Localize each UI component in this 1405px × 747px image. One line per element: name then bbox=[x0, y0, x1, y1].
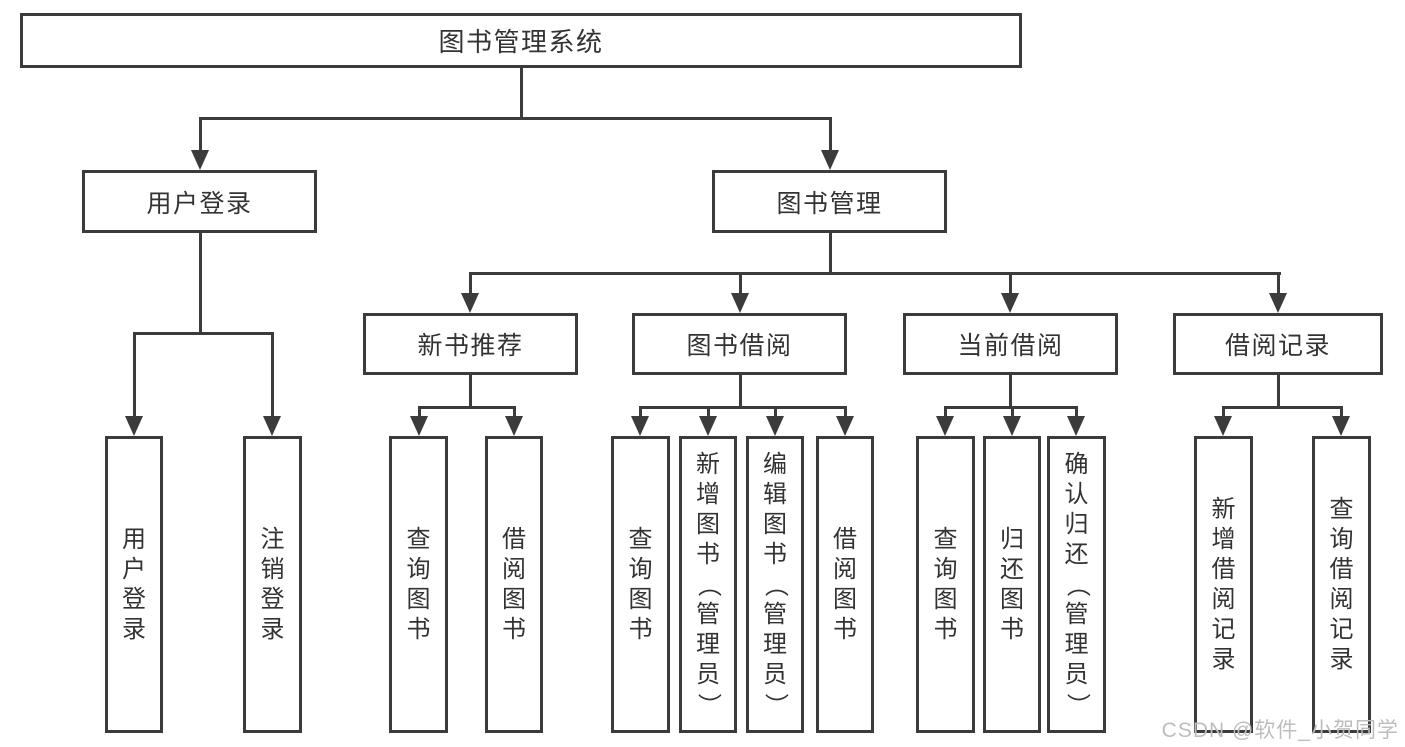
node-user-login: 用户登录 bbox=[82, 170, 317, 233]
connector-line bbox=[469, 272, 1281, 275]
arrow-down-icon bbox=[461, 293, 479, 313]
arrow-down-icon bbox=[1269, 293, 1287, 313]
node-label: 借阅图书 bbox=[833, 525, 857, 643]
connector-line bbox=[1277, 375, 1280, 409]
node-leaf-add-borrow-record: 新增借阅记录 bbox=[1194, 436, 1253, 733]
arrow-down-icon bbox=[1332, 416, 1350, 436]
arrow-down-icon bbox=[836, 416, 854, 436]
node-label: 查询图书 bbox=[628, 525, 653, 643]
node-label: 用户登录 bbox=[122, 525, 146, 643]
arrow-down-icon bbox=[821, 150, 839, 170]
arrow-down-icon bbox=[1003, 416, 1021, 436]
node-leaf-return-book: 归还图书 bbox=[983, 436, 1041, 733]
connector-line bbox=[1340, 406, 1343, 424]
connector-line bbox=[1009, 272, 1012, 300]
node-label: 图书管理系统 bbox=[438, 27, 604, 57]
node-borrow-records: 借阅记录 bbox=[1173, 313, 1383, 375]
arrow-down-icon bbox=[1001, 293, 1019, 313]
node-leaf-user-login: 用户登录 bbox=[105, 436, 163, 733]
connector-line bbox=[1277, 272, 1280, 300]
connector-line bbox=[418, 406, 516, 409]
arrow-down-icon bbox=[263, 416, 281, 436]
connector-line bbox=[469, 272, 472, 300]
node-label: 归还图书 bbox=[1000, 525, 1024, 643]
connector-line bbox=[1011, 406, 1014, 424]
node-label: 查询借阅记录 bbox=[1329, 495, 1354, 673]
connector-line bbox=[199, 117, 831, 120]
connector-line bbox=[829, 233, 832, 274]
connector-line bbox=[1009, 375, 1012, 409]
connector-line bbox=[639, 406, 642, 424]
arrow-down-icon bbox=[191, 150, 209, 170]
node-leaf-add-book-admin: 新增图书（管理员） bbox=[679, 436, 737, 733]
node-leaf-logout: 注销登录 bbox=[243, 436, 302, 733]
node-label: 新增图书（管理员） bbox=[695, 450, 722, 717]
node-book-borrow: 图书借阅 bbox=[632, 313, 847, 375]
arrow-down-icon bbox=[766, 416, 784, 436]
arrow-down-icon bbox=[699, 416, 717, 436]
arrow-down-icon bbox=[505, 416, 523, 436]
arrow-down-icon bbox=[125, 416, 143, 436]
node-current-borrow: 当前借阅 bbox=[903, 313, 1118, 375]
connector-line bbox=[639, 406, 846, 409]
connector-line bbox=[271, 332, 274, 422]
node-label: 新增借阅记录 bbox=[1211, 495, 1236, 673]
watermark-text: CSDN @软件_小贺同学 bbox=[1161, 719, 1399, 742]
node-library-management-system: 图书管理系统 bbox=[20, 13, 1022, 68]
arrow-down-icon bbox=[1067, 416, 1085, 436]
node-label: 编辑图书（管理员） bbox=[762, 450, 789, 717]
node-label: 图书管理 bbox=[776, 189, 883, 218]
connector-line bbox=[1222, 406, 1225, 424]
connector-line bbox=[133, 332, 274, 335]
connector-line bbox=[418, 406, 421, 424]
node-label: 注销登录 bbox=[260, 525, 285, 643]
connector-line bbox=[133, 332, 136, 422]
connector-line bbox=[199, 117, 202, 157]
connector-line bbox=[1075, 406, 1078, 424]
node-label: 查询图书 bbox=[406, 525, 431, 643]
connector-line bbox=[829, 117, 832, 157]
arrow-down-icon bbox=[410, 416, 428, 436]
connector-line bbox=[944, 406, 947, 424]
connector-line bbox=[774, 406, 777, 424]
connector-line bbox=[513, 406, 516, 424]
node-leaf-query-borrow-record: 查询借阅记录 bbox=[1312, 436, 1371, 733]
node-label: 图书借阅 bbox=[686, 332, 793, 360]
node-book-management: 图书管理 bbox=[712, 170, 947, 233]
connector-line bbox=[707, 406, 710, 424]
node-label: 借阅记录 bbox=[1224, 332, 1331, 360]
node-label: 借阅图书 bbox=[502, 525, 526, 643]
node-new-book-recommend: 新书推荐 bbox=[363, 313, 578, 375]
arrow-down-icon bbox=[936, 416, 954, 436]
node-label: 用户登录 bbox=[146, 189, 253, 218]
node-label: 新书推荐 bbox=[417, 332, 524, 360]
connector-line bbox=[520, 68, 523, 120]
arrow-down-icon bbox=[1214, 416, 1232, 436]
node-label: 当前借阅 bbox=[957, 332, 1064, 360]
connector-line bbox=[739, 375, 742, 409]
arrow-down-icon bbox=[731, 293, 749, 313]
node-label: 查询图书 bbox=[933, 525, 958, 643]
arrow-down-icon bbox=[631, 416, 649, 436]
node-leaf-query-book-3: 查询图书 bbox=[916, 436, 975, 733]
node-leaf-edit-book-admin: 编辑图书（管理员） bbox=[746, 436, 804, 733]
node-leaf-query-book-1: 查询图书 bbox=[389, 436, 448, 733]
connector-line bbox=[1222, 406, 1343, 409]
connector-line bbox=[739, 272, 742, 300]
node-label: 确认归还（管理员） bbox=[1063, 450, 1091, 717]
connector-line bbox=[844, 406, 847, 424]
connector-line bbox=[469, 375, 472, 409]
node-leaf-borrow-book-2: 借阅图书 bbox=[816, 436, 874, 733]
node-leaf-borrow-book-1: 借阅图书 bbox=[485, 436, 543, 733]
node-leaf-query-book-2: 查询图书 bbox=[611, 436, 670, 733]
node-leaf-confirm-return-admin: 确认归还（管理员） bbox=[1047, 436, 1106, 733]
connector-line bbox=[199, 233, 202, 334]
